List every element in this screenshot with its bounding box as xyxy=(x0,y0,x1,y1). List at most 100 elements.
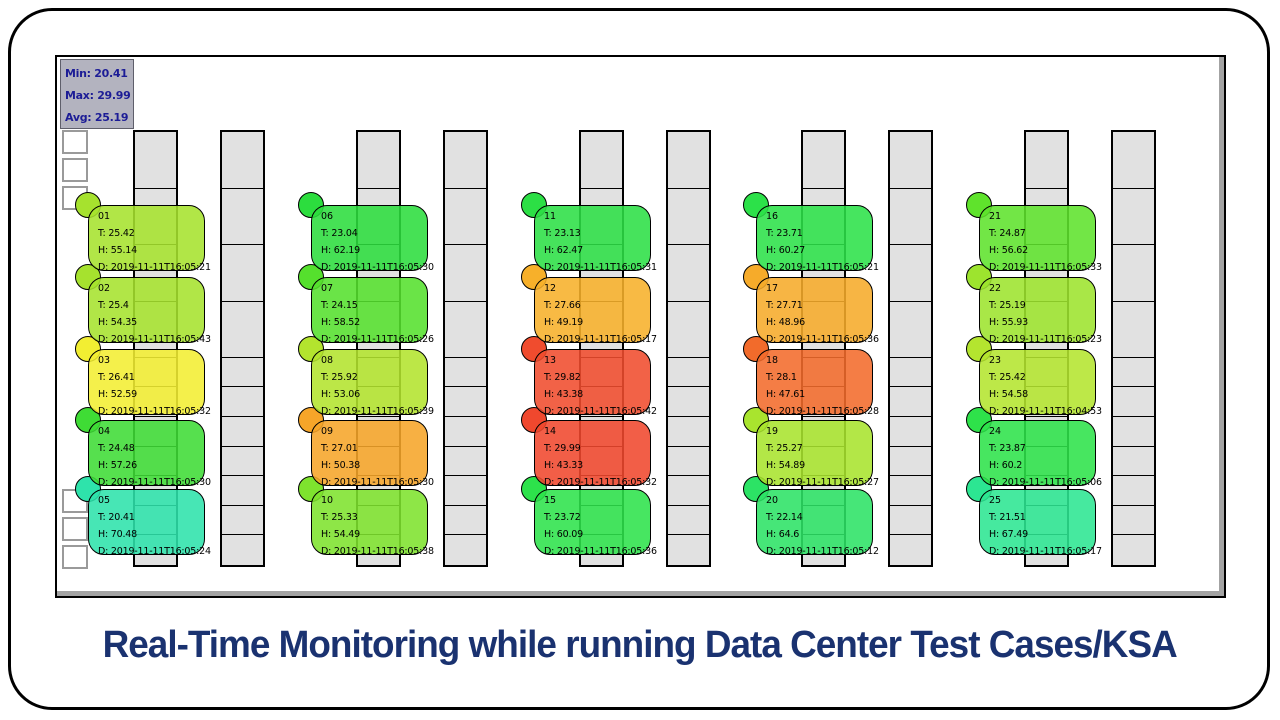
sensor-id: 20 xyxy=(766,495,779,506)
sensor-humidity: H: 54.49 xyxy=(321,529,360,540)
rack-segment xyxy=(222,504,263,535)
sensor-id: 18 xyxy=(766,355,779,366)
rack-segment xyxy=(890,504,931,535)
rack-segment xyxy=(135,132,176,188)
sensor-timestamp: D: 2019-11-11T16:05:21 xyxy=(766,262,879,273)
rack-segment xyxy=(1113,244,1154,300)
rack-segment xyxy=(445,356,486,387)
sensor-temp: T: 25.4 xyxy=(98,300,129,311)
sensor-id: 01 xyxy=(98,211,111,222)
sensor-temp: T: 27.71 xyxy=(766,300,803,311)
stats-avg: Avg: 25.19 xyxy=(65,107,133,129)
rack-segment xyxy=(1113,356,1154,387)
sensor-temp: T: 23.71 xyxy=(766,228,803,239)
sensor-temp: T: 27.01 xyxy=(321,443,358,454)
sensor-humidity: H: 56.62 xyxy=(989,245,1028,256)
sensor-humidity: H: 43.33 xyxy=(544,460,583,471)
rack-segment xyxy=(1026,188,1067,244)
sensor-id: 23 xyxy=(989,355,1002,366)
sensor-temp: T: 21.51 xyxy=(989,512,1026,523)
rack-strip xyxy=(220,130,265,567)
rack-segment xyxy=(445,188,486,244)
rack-segment xyxy=(222,475,263,505)
sensor-temp: T: 25.42 xyxy=(989,372,1026,383)
sensor-timestamp: D: 2019-11-11T16:05:06 xyxy=(989,477,1102,488)
sensor-timestamp: D: 2019-11-11T16:04:53 xyxy=(989,406,1102,417)
rack-segment xyxy=(445,132,486,188)
rack-segment xyxy=(668,386,709,416)
rack-segment xyxy=(1113,534,1154,565)
sensor-timestamp: D: 2019-11-11T16:05:27 xyxy=(766,477,879,488)
sensor-id: 24 xyxy=(989,426,1002,437)
sensor-timestamp: D: 2019-11-11T16:05:32 xyxy=(98,406,211,417)
rack-segment xyxy=(445,300,486,357)
stats-min-label: Min: xyxy=(65,67,91,80)
sensor-temp: T: 26.41 xyxy=(98,372,135,383)
rack-segment xyxy=(445,445,486,476)
sensor-id: 14 xyxy=(544,426,557,437)
sensor-humidity: H: 62.47 xyxy=(544,245,583,256)
sensor-temp: T: 25.33 xyxy=(321,512,358,523)
rack-segment xyxy=(581,416,622,446)
sensor-temp: T: 27.66 xyxy=(544,300,581,311)
rack-segment xyxy=(1113,132,1154,188)
rack-strip xyxy=(443,130,488,567)
rack-segment xyxy=(1113,386,1154,416)
rack-segment xyxy=(1026,416,1067,446)
sensor-timestamp: D: 2019-11-11T16:05:39 xyxy=(321,406,434,417)
sensor-id: 08 xyxy=(321,355,334,366)
sensor-timestamp: D: 2019-11-11T16:05:36 xyxy=(766,334,879,345)
stats-avg-label: Avg: xyxy=(65,111,92,124)
rack-segment xyxy=(890,132,931,188)
rack-segment xyxy=(890,416,931,446)
sensor-temp: T: 23.87 xyxy=(989,443,1026,454)
rack-segment xyxy=(222,300,263,357)
title-bar: Real-Time Monitoring while running Data … xyxy=(0,614,1280,676)
sensor-humidity: H: 52.59 xyxy=(98,389,137,400)
sensor-humidity: H: 54.35 xyxy=(98,317,137,328)
sensor-temp: T: 23.13 xyxy=(544,228,581,239)
rack-segment xyxy=(668,504,709,535)
sensor-timestamp: D: 2019-11-11T16:05:17 xyxy=(544,334,657,345)
rack-strip xyxy=(888,130,933,567)
rack-segment xyxy=(445,416,486,446)
sensor-id: 17 xyxy=(766,283,779,294)
rack-segment xyxy=(668,475,709,505)
sensor-id: 09 xyxy=(321,426,334,437)
rack-segment xyxy=(803,132,844,188)
rack-segment xyxy=(890,534,931,565)
rack-segment xyxy=(1113,504,1154,535)
rack-strip xyxy=(1111,130,1156,567)
rack-segment xyxy=(1026,132,1067,188)
page-title: Real-Time Monitoring while running Data … xyxy=(102,623,1178,666)
rack-segment xyxy=(222,132,263,188)
sensor-timestamp: D: 2019-11-11T16:05:36 xyxy=(544,546,657,557)
rack-segment xyxy=(222,445,263,476)
